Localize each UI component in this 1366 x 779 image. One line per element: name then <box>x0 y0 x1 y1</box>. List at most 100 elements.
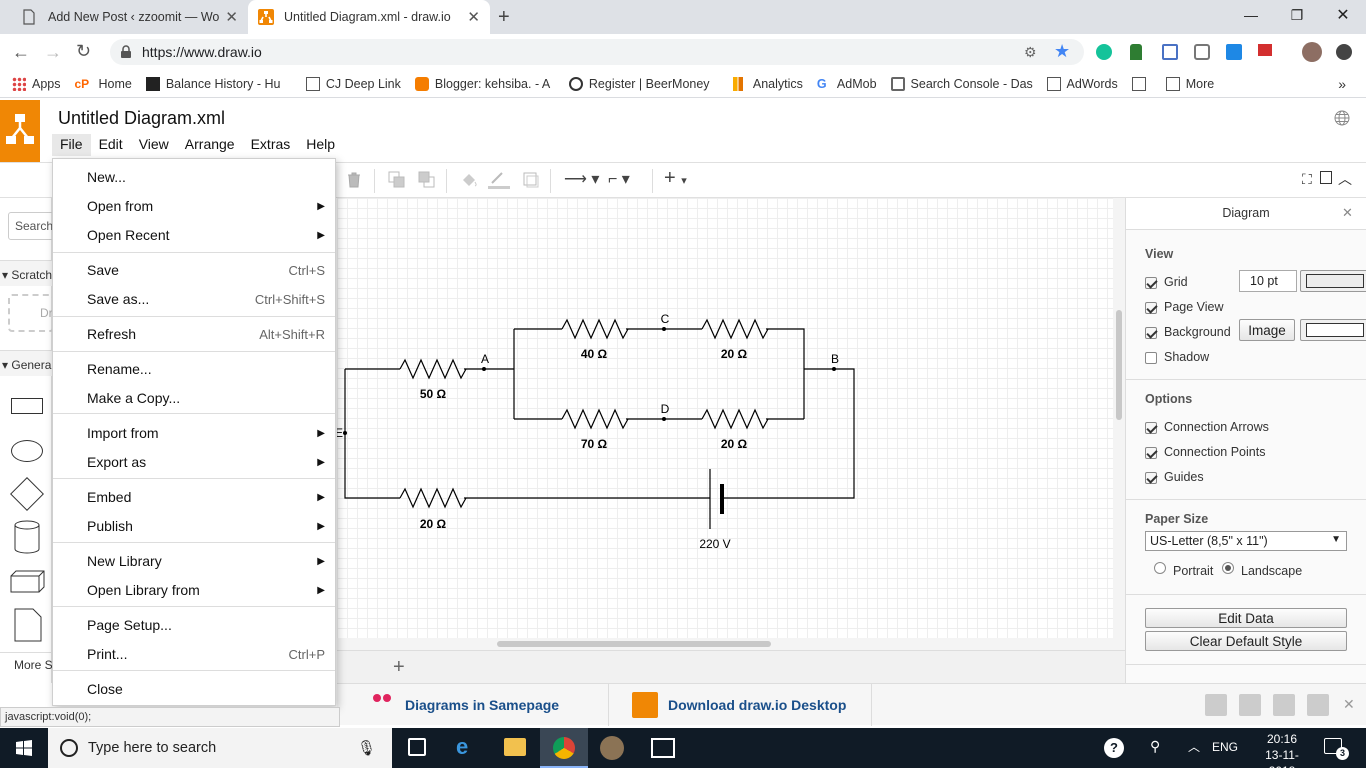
task-view-icon[interactable] <box>408 738 426 756</box>
bookmark-search-console[interactable]: Search Console - Das <box>890 76 1033 91</box>
format-panel-icon[interactable] <box>1320 171 1332 184</box>
shape-diamond[interactable] <box>10 477 44 511</box>
more-shapes-button[interactable]: More S <box>0 652 52 674</box>
guides-checkbox[interactable] <box>1145 469 1157 484</box>
background-color-button[interactable] <box>1300 319 1366 341</box>
extension-cast-icon[interactable] <box>1194 44 1210 60</box>
close-window-button[interactable]: ✕ <box>1336 7 1350 24</box>
extension-screen-icon[interactable] <box>1162 44 1178 60</box>
scratchpad-drop-area[interactable]: Dr <box>8 294 54 332</box>
waypoints-icon[interactable]: ⌐ ▾ <box>608 171 630 188</box>
extension-chart-icon[interactable] <box>1226 44 1242 60</box>
taskbar-search[interactable]: Type here to search 🎙 <box>48 728 392 768</box>
file-menu-item[interactable]: Close <box>53 675 335 703</box>
minimize-button[interactable]: — <box>1244 7 1258 23</box>
bookmark-more[interactable]: More <box>1165 76 1214 91</box>
page-view-checkbox[interactable] <box>1145 299 1157 314</box>
edge-icon[interactable]: e <box>456 734 469 759</box>
file-menu-item[interactable]: Make a Copy... <box>53 384 335 412</box>
extension-flag-icon[interactable] <box>1258 44 1272 56</box>
fullscreen-icon[interactable]: ⛶ <box>1302 171 1312 187</box>
windows-start-icon[interactable] <box>16 740 32 756</box>
connection-points-checkbox[interactable] <box>1145 444 1157 459</box>
omnibox[interactable] <box>110 39 1084 65</box>
background-image-button[interactable]: Image <box>1239 319 1295 341</box>
samepage-link[interactable]: Diagrams in Samepage <box>405 697 560 713</box>
close-icon[interactable]: ✕ <box>225 9 238 26</box>
file-menu-item[interactable]: Export as▶ <box>53 448 335 476</box>
download-desktop-link[interactable]: Download draw.io Desktop <box>668 697 847 713</box>
collapse-chevron-icon[interactable]: ︿ <box>1338 171 1352 187</box>
tab-drawio[interactable]: Untitled Diagram.xml - draw.io ✕ <box>248 0 490 34</box>
extension-pawn-icon[interactable] <box>1130 44 1142 60</box>
to-front-icon[interactable] <box>388 171 406 189</box>
github-icon[interactable] <box>1307 694 1329 716</box>
menu-edit[interactable]: Edit <box>98 136 123 152</box>
photos-icon[interactable] <box>651 738 675 758</box>
insert-plus-icon[interactable]: + ▾ <box>664 167 687 189</box>
tray-chevron-icon[interactable]: ︿ <box>1188 740 1201 754</box>
bookmark-adwords[interactable]: AdWords <box>1046 76 1118 91</box>
background-checkbox[interactable] <box>1145 324 1157 339</box>
menu-arrange[interactable]: Arrange <box>184 136 235 152</box>
forward-button[interactable]: → <box>44 42 62 62</box>
vertical-scrollbar[interactable] <box>1113 198 1125 638</box>
horizontal-scroll-thumb[interactable] <box>497 641 771 647</box>
close-icon[interactable]: ✕ <box>1343 696 1355 712</box>
shape-cube[interactable] <box>10 570 46 594</box>
bookmark-beermoney[interactable]: Register | BeerMoney <box>568 76 719 91</box>
twitter-icon[interactable] <box>1273 694 1295 716</box>
menu-view[interactable]: View <box>138 136 169 152</box>
facebook-icon[interactable] <box>1239 694 1261 716</box>
youtube-icon[interactable] <box>1205 694 1227 716</box>
language-globe-icon[interactable] <box>1334 110 1350 126</box>
file-menu-item[interactable]: Save as...Ctrl+Shift+S <box>53 285 335 313</box>
vertical-scroll-thumb[interactable] <box>1116 310 1122 420</box>
tab-wordpress[interactable]: Add New Post ‹ zzoomit — Word ✕ <box>12 0 248 34</box>
bookmark-star-icon[interactable]: ★ <box>1054 41 1071 61</box>
landscape-radio[interactable] <box>1222 562 1234 574</box>
file-menu-item[interactable]: Print...Ctrl+P <box>53 640 335 668</box>
connection-style-icon[interactable]: ⟶ ▾ <box>564 171 600 188</box>
bookmark-balance-history[interactable]: Balance History - Hu <box>145 76 292 91</box>
connection-arrows-checkbox[interactable] <box>1145 419 1157 434</box>
reload-button[interactable]: ↻ <box>76 41 92 61</box>
bookmarks-overflow-icon[interactable]: » <box>1338 75 1346 92</box>
language-indicator[interactable]: ENG <box>1212 740 1239 754</box>
clear-default-style-button[interactable]: Clear Default Style <box>1145 631 1347 651</box>
chrome-taskbar-button[interactable] <box>540 728 588 768</box>
file-menu-item[interactable]: Page Setup... <box>53 611 335 639</box>
site-settings-icon[interactable]: ⚙ <box>1024 44 1037 60</box>
extension-update-icon[interactable] <box>1336 44 1352 60</box>
edit-data-button[interactable]: Edit Data <box>1145 608 1347 628</box>
horizontal-scrollbar[interactable] <box>337 638 1125 650</box>
file-menu-item[interactable]: Rename... <box>53 355 335 383</box>
drawio-logo[interactable] <box>0 100 40 162</box>
to-back-icon[interactable] <box>418 171 436 189</box>
grid-size-input[interactable]: 10 pt <box>1239 270 1297 292</box>
paper-size-select[interactable]: US-Letter (8,5" x 11")▼ <box>1145 531 1347 551</box>
bookmark-apps[interactable]: Apps <box>12 76 61 91</box>
bookmark-blogger[interactable]: Blogger: kehsiba. - A <box>414 76 555 91</box>
bookmark-folder[interactable] <box>1131 76 1152 91</box>
file-menu-item[interactable]: Embed▶ <box>53 483 335 511</box>
delete-icon[interactable] <box>346 171 362 189</box>
action-center-icon[interactable] <box>1324 738 1342 754</box>
close-panel-icon[interactable]: ✕ <box>1342 205 1353 220</box>
scratchpad-header[interactable]: ▾ Scratch <box>0 260 52 286</box>
grid-color-button[interactable] <box>1300 270 1366 292</box>
menu-extras[interactable]: Extras <box>250 136 291 152</box>
file-menu-item[interactable]: Publish▶ <box>53 512 335 540</box>
circuit-diagram[interactable]: 50 Ω 40 Ω 20 Ω 70 Ω 20 Ω 20 Ω 220 V A B … <box>337 198 1113 638</box>
shape-cylinder[interactable] <box>13 520 41 554</box>
shape-ellipse[interactable] <box>11 440 43 462</box>
close-icon[interactable]: ✕ <box>467 9 480 26</box>
new-tab-button[interactable]: + <box>498 6 510 28</box>
diagram-canvas[interactable]: 50 Ω 40 Ω 20 Ω 70 Ω 20 Ω 20 Ω 220 V A B … <box>337 198 1113 638</box>
bookmark-analytics[interactable]: Analytics <box>732 76 803 91</box>
line-color-icon[interactable] <box>488 171 510 189</box>
